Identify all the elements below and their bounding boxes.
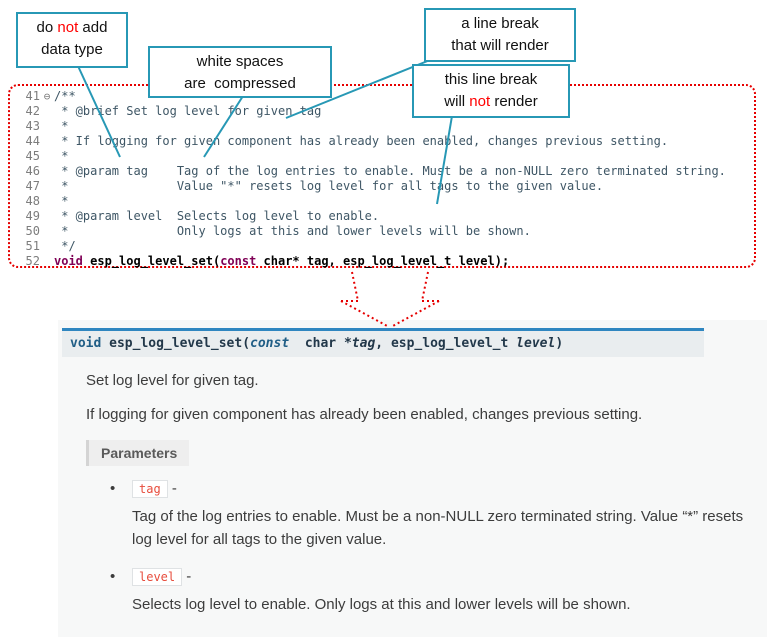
code-text: * @brief Set log level for given tag	[54, 104, 322, 118]
brief-text: Set log level for given tag.	[86, 372, 259, 389]
code-line: 43 *	[16, 119, 754, 134]
line-number: 49	[25, 209, 40, 223]
code-line: 49 * @param level Selects log level to e…	[16, 209, 754, 224]
code-line: 46 * @param tag Tag of the log entries t…	[16, 164, 754, 179]
code-line-declaration: 52 void esp_log_level_set(const char* tag…	[16, 254, 754, 269]
callout-text: white spaces are compressed	[184, 53, 296, 92]
param-name-chip: tag	[132, 480, 168, 498]
line-number: 47	[25, 179, 40, 193]
param-item-level: • level - Selects log level to enable. On…	[110, 568, 757, 616]
code-editor-snippet: 41⊖/** 42 * @brief Set log level for giv…	[8, 84, 756, 268]
callout-whitespace-compressed: white spaces are compressed	[148, 46, 332, 98]
code-line: 45 *	[16, 149, 754, 164]
line-number: 52	[25, 254, 40, 268]
callout-line-break-renders: a line break that will render	[424, 8, 576, 62]
param-level: level	[516, 336, 556, 351]
code-text: * If logging for given component has alr…	[54, 134, 669, 148]
fold-collapse-icon[interactable]: ⊖	[43, 90, 51, 103]
function-name: esp_log_level_set	[82, 254, 213, 268]
callout-text: a line break that will render	[451, 15, 549, 54]
code-line: 44 * If logging for given component has …	[16, 134, 754, 149]
code-line: 48 *	[16, 194, 754, 209]
line-number: 48	[25, 194, 40, 208]
code-line: 51 */	[16, 239, 754, 254]
callout-text: this line break will not render	[444, 71, 538, 110]
code-text: * @param tag Tag of the log entries to e…	[54, 164, 726, 178]
callout-line-break-no-render: this line break will not render	[412, 64, 570, 118]
keyword-const: const	[250, 336, 290, 351]
keyword-void: void	[70, 336, 102, 351]
line-number: 46	[25, 164, 40, 178]
param-dash: -	[167, 480, 177, 497]
keyword-const: const	[220, 254, 257, 268]
code-line: 42 * @brief Set log level for given tag	[16, 104, 754, 119]
keyword-void: void	[54, 254, 83, 268]
code-text: *	[54, 149, 69, 163]
highlight-not: not	[469, 92, 491, 110]
callout-text: do not add data type	[36, 19, 108, 58]
code-text: * Value "*" resets log level for all tag…	[54, 179, 604, 193]
code-line: 50 * Only logs at this and lower levels …	[16, 224, 754, 239]
line-number: 41	[25, 89, 40, 103]
bullet-icon: •	[110, 568, 116, 585]
line-number: 50	[25, 224, 40, 238]
param-item-tag: • tag - Tag of the log entries to enable.…	[110, 480, 757, 552]
code-line: 41⊖/**	[16, 89, 754, 104]
line-number: 51	[25, 239, 40, 253]
param-description: Selects log level to enable. Only logs a…	[132, 596, 631, 613]
code-text: */	[54, 239, 76, 253]
code-text: * @param level Selects log level to enab…	[54, 209, 380, 223]
param-dash: -	[182, 568, 192, 585]
bullet-icon: •	[110, 480, 116, 497]
line-number: 43	[25, 119, 40, 133]
code-text: *	[54, 119, 69, 133]
function-declaration: void esp_log_level_set(const char* tag, …	[54, 254, 510, 268]
line-number: 44	[25, 134, 40, 148]
line-number: 42	[25, 104, 40, 118]
description-text: If logging for given component has alrea…	[86, 406, 643, 423]
param-description: Tag of the log entries to enable. Must b…	[132, 508, 744, 549]
code-text: * Only logs at this and lower levels wil…	[54, 224, 531, 238]
highlight-not: not	[57, 19, 79, 36]
line-number: 45	[25, 149, 40, 163]
render-arrow	[340, 271, 440, 328]
rendered-docs-panel: void esp_log_level_set(const char *tag, …	[58, 320, 767, 637]
param-type: esp_log_level_t	[390, 336, 517, 351]
code-text: /**	[54, 89, 76, 103]
function-name: esp_log_level_set	[101, 336, 243, 351]
function-signature: void esp_log_level_set(const char *tag, …	[62, 328, 704, 357]
param-name-chip: level	[132, 568, 183, 586]
code-text: *	[54, 194, 69, 208]
param-tag: tag	[351, 336, 376, 351]
parameters-heading: Parameters	[86, 440, 190, 466]
callout-no-data-type: do not add data type	[16, 12, 128, 68]
code-line: 47 * Value "*" resets log level for all …	[16, 179, 754, 194]
